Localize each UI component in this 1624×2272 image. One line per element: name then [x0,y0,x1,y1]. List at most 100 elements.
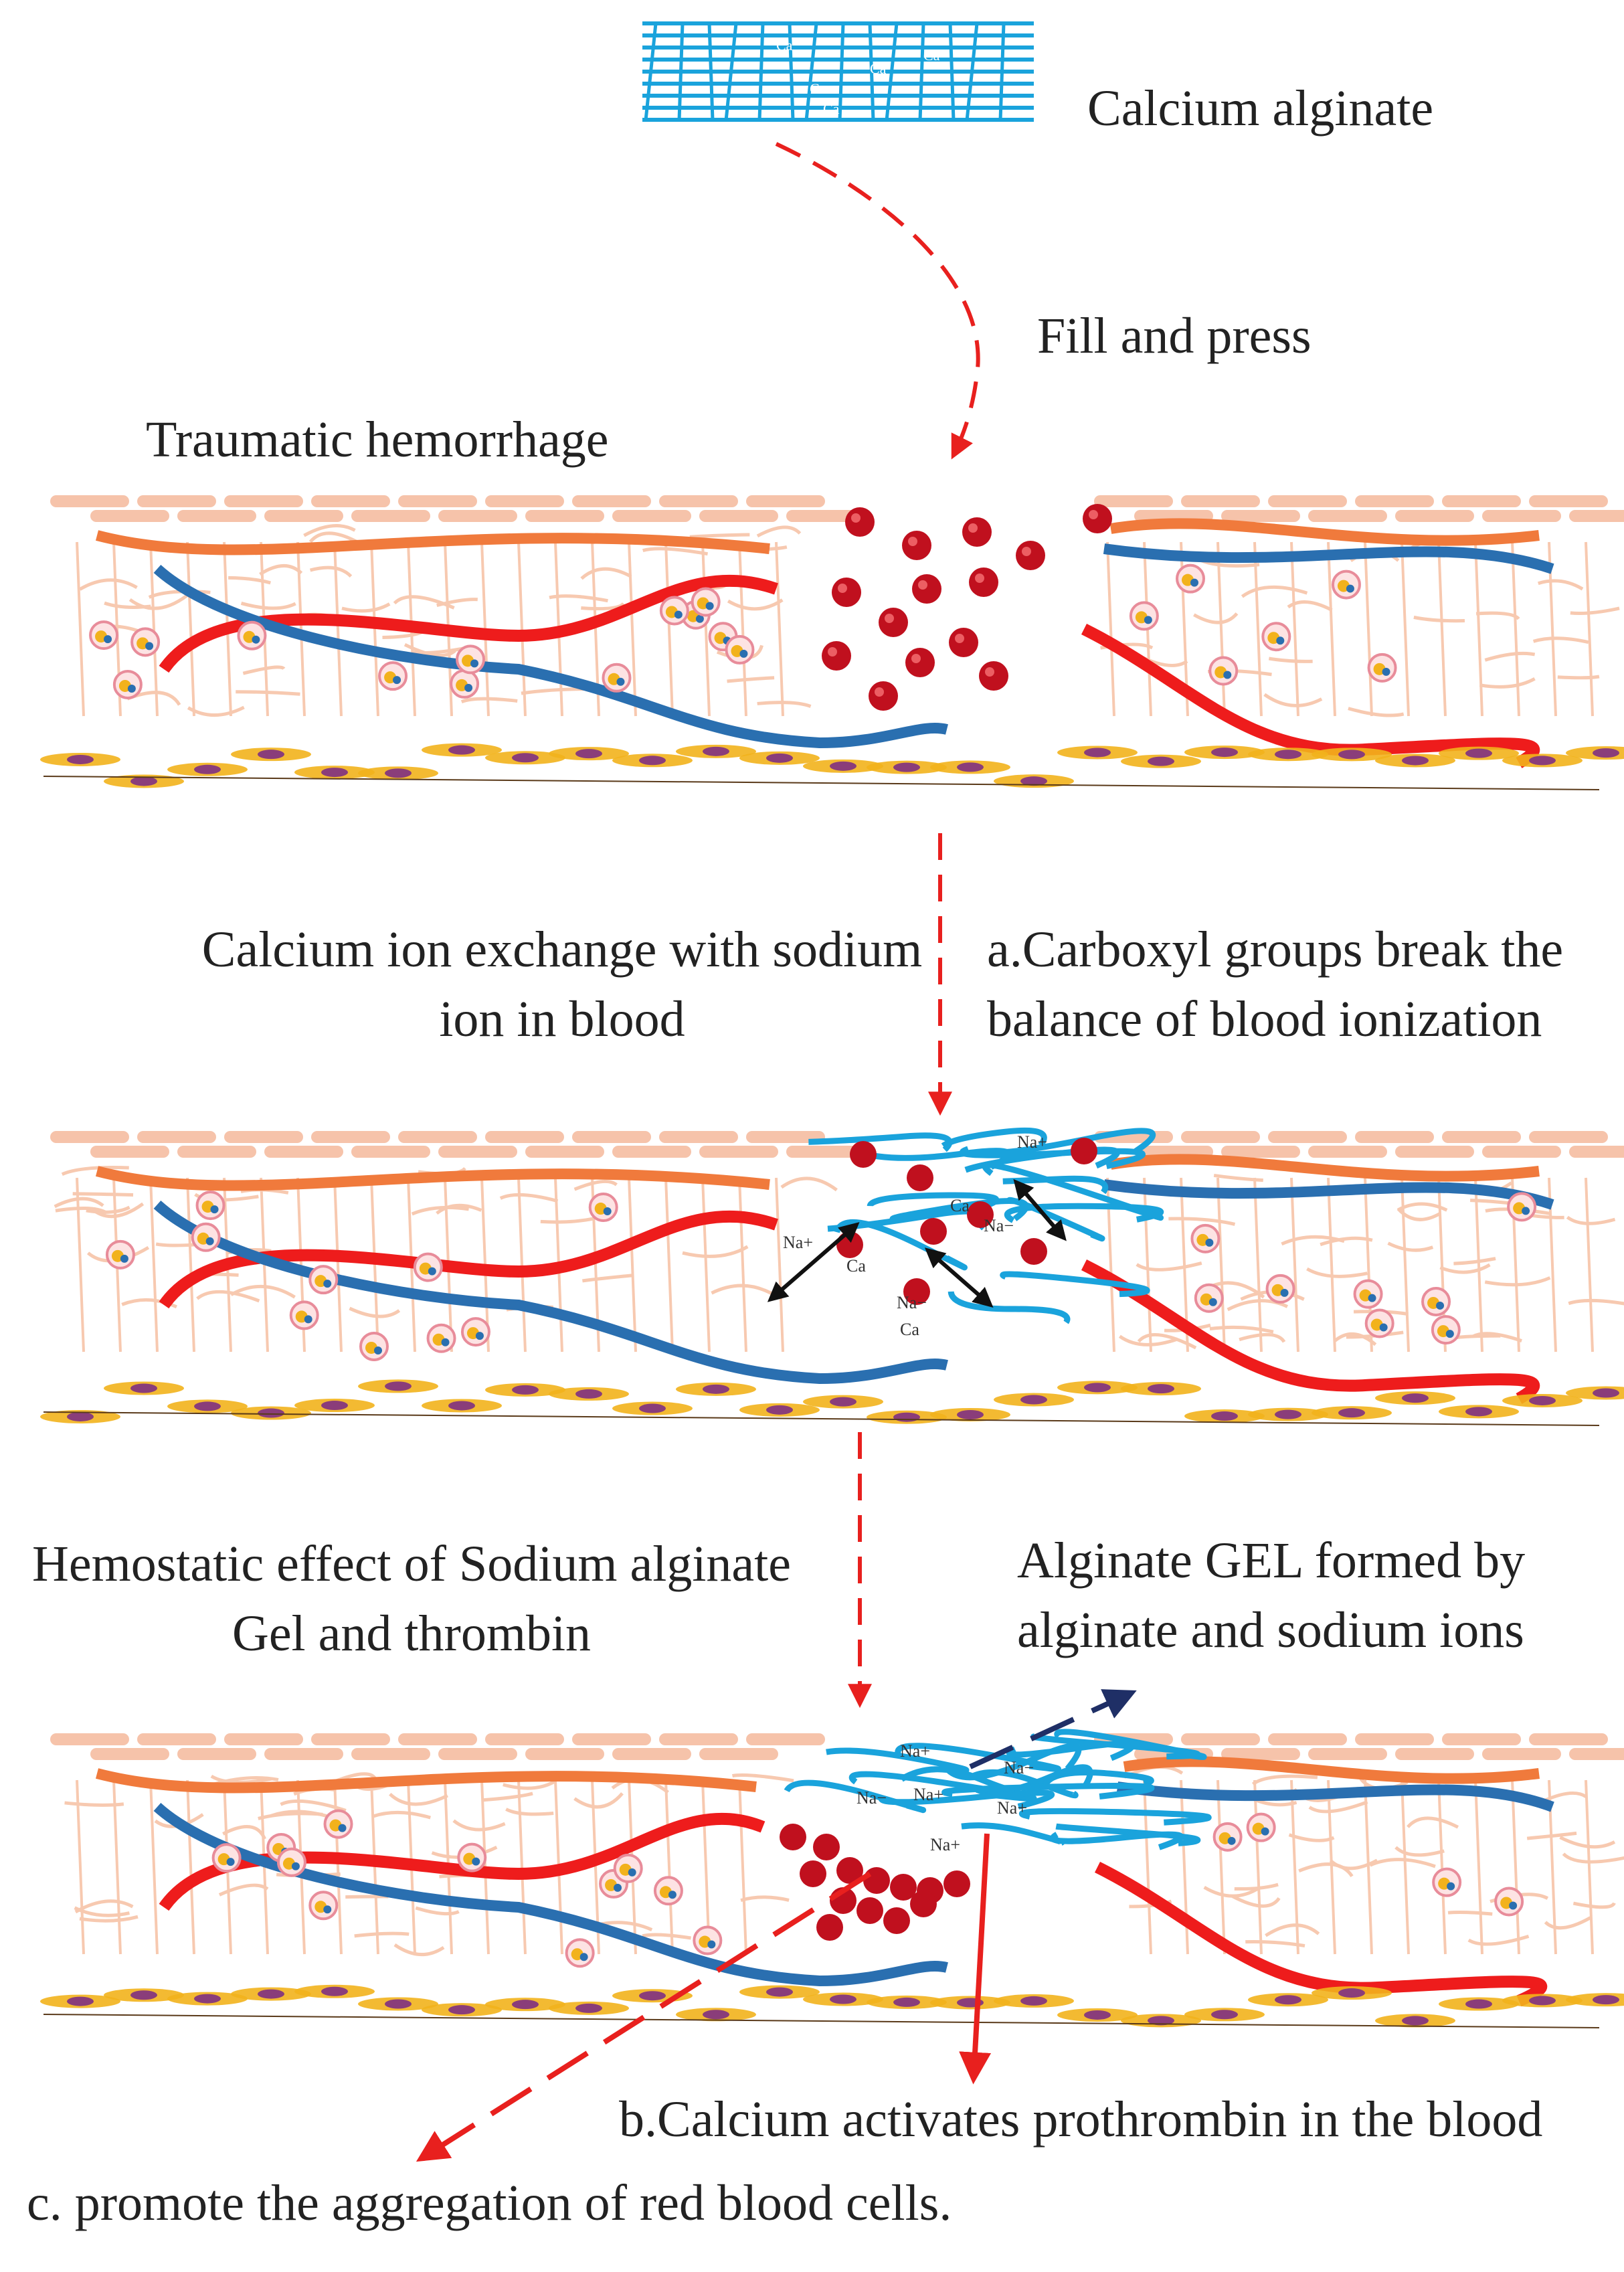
collagen-fiber [64,1801,124,1807]
artery [1094,1861,1548,2007]
collagen-fiber [1287,600,1333,612]
fibroblast-nucleus [194,1401,221,1411]
ion-label: Ca [950,1196,970,1215]
collagen-fiber [740,1895,790,1903]
leukocyte-granule [1379,1323,1388,1332]
epidermis-cell [572,495,651,507]
collagen-fiber [1511,1779,1520,1955]
red-blood-cell [969,567,998,597]
collagen-fiber [370,541,379,717]
traumatic-hemorrhage-panel [40,495,1624,790]
leukocyte-granule [579,1953,588,1961]
carboxyl-label-line2: balance of blood ionization [987,991,1542,1047]
calcium-activates-label: b.Calcium activates prothrombin in the b… [619,2091,1543,2148]
red-blood-cell-highlight [1022,547,1031,556]
alginate-fiber [918,23,925,121]
leukocyte-granule [668,1891,676,1899]
aggregated-red-blood-cell [943,1870,970,1897]
alginate-fiber [644,23,658,121]
alginate-fiber [1002,1175,1109,1195]
aggregated-red-blood-cell [883,1907,910,1934]
artery [159,1812,765,1911]
alginate-fiber [1050,1831,1184,1850]
fibroblast-nucleus [575,1389,602,1399]
collagen-fiber [582,1274,633,1283]
fibroblast-nucleus [67,1411,94,1421]
epidermis-cell [224,495,303,507]
leukocyte-granule [1280,1288,1289,1297]
collagen-fiber [149,541,159,717]
red-blood-cell [1071,1138,1097,1164]
collagen-fiber [128,594,189,610]
collagen-fiber [517,1779,527,1955]
epidermis-cell [137,1131,216,1143]
collagen-fiber [349,1306,401,1318]
collagen-fiber [393,595,455,610]
leukocyte-granule [441,1338,450,1346]
collagen-fiber [79,578,138,591]
carboxyl-label: a.Carboxyl groups break the balance of b… [987,915,1563,1054]
epidermis-cell [50,1131,129,1143]
epidermis-cell [90,1146,169,1158]
fibroblast-nucleus [1529,1996,1556,2006]
collagen-fiber [112,1779,122,1955]
red-blood-cell-highlight [975,574,984,583]
collagen-fiber [1511,541,1520,717]
leukocyte-granule [1223,671,1232,679]
collagen-fiber [218,1883,269,1897]
collagen-fiber [1557,675,1600,680]
fibroblast-nucleus [194,1994,221,2004]
alginate-fiber [948,1291,1071,1324]
collagen-fiber [503,1779,556,1790]
fibroblast-nucleus [1211,2010,1238,2020]
epidermis-cell [1355,1131,1434,1143]
collagen-fiber [1288,1833,1335,1842]
red-blood-cell-highlight [828,647,837,657]
fibroblast-nucleus [1084,1383,1111,1393]
leukocyte-granule [127,684,136,693]
collagen-fiber [1479,677,1536,689]
fibroblast-nucleus [1084,748,1111,758]
leukocyte-granule [470,659,479,668]
collagen-fiber [415,1906,460,1916]
collagen-fiber [701,1779,711,1955]
collagen-fiber [1453,1257,1496,1265]
hemostatic-effect-label-line2: Gel and thrombin [232,1605,592,1662]
collagen-fiber [1572,1901,1616,1909]
collagen-fiber [196,1290,260,1303]
collagen-fiber [186,1779,195,1955]
capillary [95,1166,770,1191]
collagen-fiber [1216,541,1226,717]
epidermis-cell [1221,510,1300,522]
epidermis-cell [1442,1733,1521,1745]
epidermis-cell [1569,1146,1624,1158]
collagen-fiber [1474,541,1483,717]
aggregated-red-blood-cell [836,1857,863,1884]
ion-label: Na+ [900,1741,930,1761]
collagen-fiber [757,701,812,708]
fibroblast-nucleus [1593,748,1619,758]
collagen-fiber [72,1192,134,1197]
alginate-fiber [784,1779,927,1814]
collagen-fiber [521,687,584,695]
epidermis-cell [1355,1733,1434,1745]
collagen-fiber [187,705,245,717]
red-blood-cell [902,531,931,560]
epidermis-cell [438,1146,517,1158]
collagen-fiber [333,541,343,717]
collagen-fiber [1290,1177,1299,1352]
epidermis-cell [264,1146,343,1158]
gel-formed-label-line1: Alginate GEL formed by [1017,1533,1526,1589]
leukocyte-granule [1144,616,1152,624]
epidermis-cell [1094,495,1173,507]
fibroblast-nucleus [130,1990,157,2000]
red-blood-cell [903,1278,930,1305]
fibroblast-nucleus [639,1991,666,2001]
collagen-fiber [664,541,674,717]
epidermis-cell [311,1733,390,1745]
epidermis-cell [1308,1146,1387,1158]
red-blood-cell [869,681,898,711]
epidermis-cell [612,1748,691,1760]
leukocyte-granule [323,1280,332,1288]
